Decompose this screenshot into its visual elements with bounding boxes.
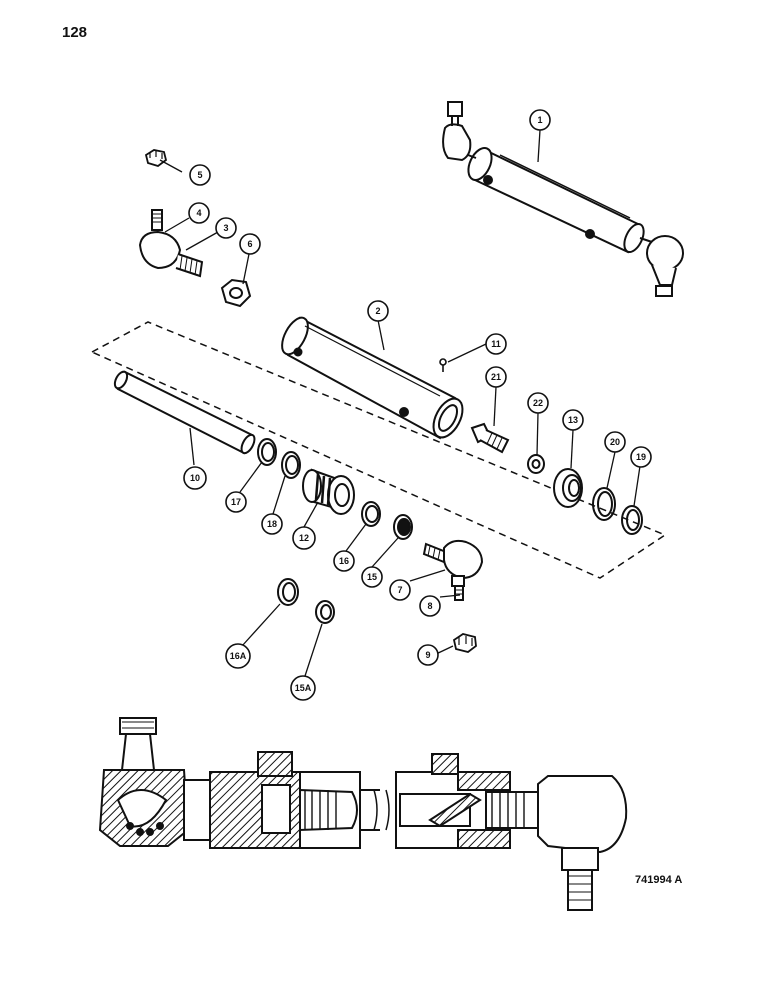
page-number: 128 <box>62 24 88 41</box>
callout-6: 6 <box>239 233 261 255</box>
svg-text:15: 15 <box>367 572 377 582</box>
bolt-21 <box>470 422 510 454</box>
svg-text:21: 21 <box>491 372 501 382</box>
callouts: 1 2 3 4 5 6 7 8 9 10 11 12 13 15 15A 16 … <box>183 109 652 701</box>
callout-16a: 16A <box>225 643 251 669</box>
svg-text:2: 2 <box>375 306 380 316</box>
callout-16: 16 <box>333 550 355 572</box>
callout-13: 13 <box>562 409 584 431</box>
assembled-cylinder <box>442 101 684 297</box>
hex-nut-6 <box>220 278 252 308</box>
callout-5: 5 <box>189 164 211 186</box>
piston-12 <box>302 468 355 515</box>
callout-20: 20 <box>604 431 626 453</box>
callout-15: 15 <box>361 566 383 588</box>
tie-rod-end-3 <box>138 209 204 278</box>
castle-nut-5 <box>144 149 168 167</box>
leader-lines <box>159 129 641 677</box>
svg-text:16: 16 <box>339 556 349 566</box>
callout-3: 3 <box>215 217 237 239</box>
callout-7: 7 <box>389 579 411 601</box>
svg-text:9: 9 <box>425 650 430 660</box>
castle-nut-9 <box>452 633 477 653</box>
svg-text:17: 17 <box>231 497 241 507</box>
ring-16a <box>277 578 299 606</box>
wiper-15 <box>393 514 413 540</box>
svg-text:22: 22 <box>533 398 543 408</box>
svg-text:11: 11 <box>491 339 501 349</box>
callout-2: 2 <box>367 300 389 322</box>
callout-15a: 15A <box>290 675 316 701</box>
svg-text:10: 10 <box>190 473 200 483</box>
svg-text:3: 3 <box>223 223 228 233</box>
ring-18 <box>281 451 301 479</box>
callout-10: 10 <box>183 466 207 490</box>
svg-text:4: 4 <box>196 208 201 218</box>
svg-text:12: 12 <box>299 533 309 543</box>
ring-15a <box>315 600 335 624</box>
cylinder-barrel-2 <box>281 316 464 440</box>
svg-text:15A: 15A <box>295 683 312 693</box>
set-screw-11 <box>439 358 447 372</box>
reference-code: 741994 A <box>635 874 683 886</box>
svg-text:13: 13 <box>568 415 578 425</box>
svg-text:19: 19 <box>636 452 646 462</box>
ring-16 <box>361 501 381 527</box>
callout-18: 18 <box>261 513 283 535</box>
ring-17 <box>257 438 277 466</box>
svg-text:6: 6 <box>247 239 252 249</box>
callout-21: 21 <box>485 366 507 388</box>
callout-8: 8 <box>419 595 441 617</box>
callout-11: 11 <box>485 333 507 355</box>
piston-rod-10 <box>113 370 256 455</box>
svg-text:20: 20 <box>610 437 620 447</box>
svg-text:7: 7 <box>397 585 402 595</box>
nut-22 <box>527 454 545 474</box>
callout-12: 12 <box>292 526 316 550</box>
sectional-view <box>98 717 628 911</box>
callout-4: 4 <box>188 202 210 224</box>
svg-text:18: 18 <box>267 519 277 529</box>
ring-19 <box>621 505 643 535</box>
ring-20 <box>592 487 616 521</box>
svg-text:1: 1 <box>537 115 542 125</box>
ball-joint-7 <box>422 539 484 601</box>
callout-17: 17 <box>225 491 247 513</box>
svg-text:16A: 16A <box>230 651 247 661</box>
svg-text:8: 8 <box>427 601 432 611</box>
svg-text:5: 5 <box>197 170 202 180</box>
exploded-group-outline <box>91 321 667 579</box>
callout-22: 22 <box>527 392 549 414</box>
seal-13 <box>553 468 583 508</box>
callout-1: 1 <box>529 109 551 131</box>
callout-19: 19 <box>630 446 652 468</box>
callout-9: 9 <box>417 644 439 666</box>
